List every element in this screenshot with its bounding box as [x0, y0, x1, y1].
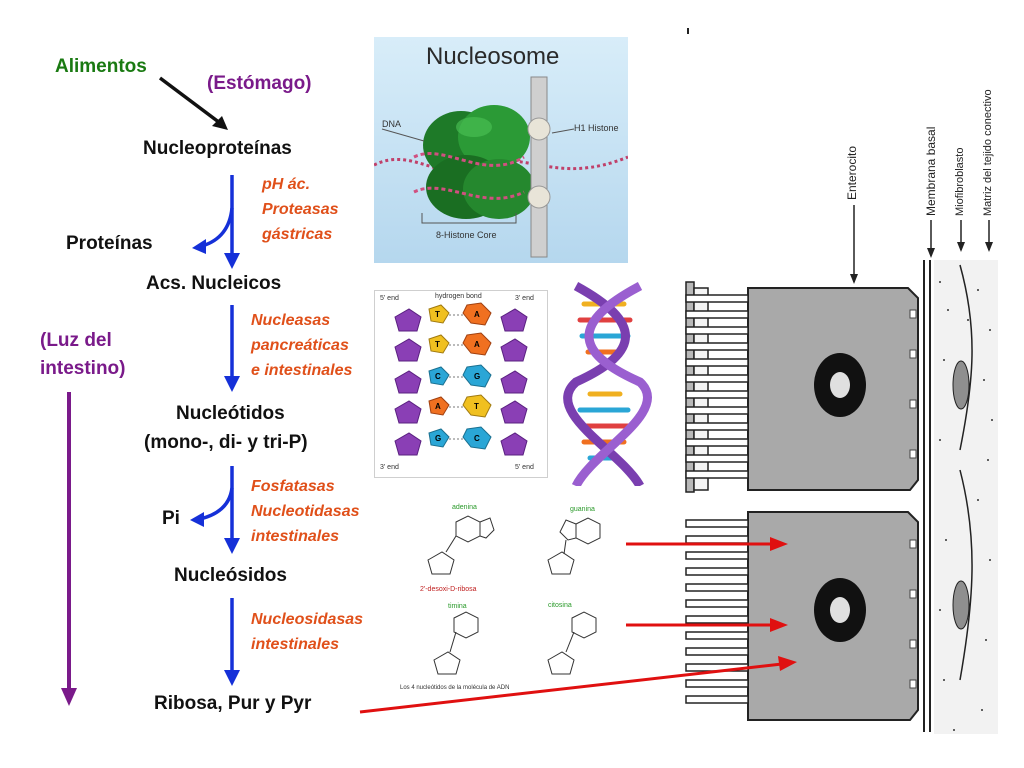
enzyme-text: Nucleosidasas — [251, 611, 364, 628]
dna-base-right: A — [474, 340, 480, 349]
nucleosome-title: Nucleosome — [426, 43, 560, 70]
enzyme-text: Nucleotidasas — [251, 503, 360, 520]
label-luz-line2: intestino) — [40, 358, 126, 379]
epithelium-image: Enterocito Membrana basal Miofibroblasto… — [678, 20, 1008, 744]
nucleotides-caption: Los 4 nucleótidos de la molécula de ADN — [400, 685, 510, 691]
label-guanina: guanina — [570, 506, 595, 513]
dna-basepair-image: 5' end hydrogen bond 3' end 3' end 5' en… — [374, 290, 548, 478]
enzymes-step4: Nucleosidasas intestinales — [251, 607, 363, 657]
enzymes-step3: Fosfatasas Nucleotidasas intestinales — [251, 474, 359, 549]
absorption-arrow-3 — [359, 656, 797, 714]
blue-arrow-step3 — [190, 466, 240, 554]
dna-base-right: A — [474, 310, 480, 319]
dna-three-end-bottom: 3' end — [380, 464, 399, 471]
label-acidos-nucleicos: Acs. Nucleicos — [146, 273, 282, 294]
enzyme-text: Proteasas — [262, 201, 339, 218]
nucleosome-image: Nucleosome DNA H1 Histone 8-Histone Core — [374, 37, 628, 263]
label-nucleoproteinas: Nucleoproteínas — [143, 138, 292, 159]
nucleosome-drawing — [374, 76, 628, 258]
label-nucleotidos: Nucleótidos — [176, 403, 285, 424]
enzyme-text: gástricas — [262, 226, 333, 243]
nucleotides-drawing — [427, 515, 601, 675]
blue-arrow-step4 — [224, 598, 240, 686]
label-proteinas: Proteínas — [66, 233, 153, 254]
nucleosome-core-label: 8-Histone Core — [436, 230, 497, 240]
lumen-arrow — [61, 392, 77, 706]
enzymes-step2: Nucleasas pancreáticas e intestinales — [251, 308, 352, 383]
label-desoxirribosa: 2'-desoxi-D-ribosa — [420, 586, 477, 593]
dna-basepair-drawing — [394, 302, 528, 456]
blue-arrow-step1 — [192, 175, 240, 269]
enzyme-text: Nucleasas — [251, 312, 331, 329]
dna-five-end-bottom: 5' end — [515, 464, 534, 471]
dna-base-left: A — [435, 402, 441, 411]
label-ribosa-pur-pyr: Ribosa, Pur y Pyr — [154, 693, 312, 714]
black-arrow — [158, 76, 226, 128]
label-alimentos: Alimentos — [55, 56, 147, 77]
nucleotides-image: adenina guanina timina citosina 2'-desox… — [398, 500, 648, 696]
label-nucleotidos-types: (mono-, di- y tri-P) — [144, 432, 308, 453]
label-pi: Pi — [162, 508, 180, 529]
epithelium-drawing — [685, 28, 998, 734]
dna-base-right: T — [474, 402, 479, 411]
dna-base-left: G — [435, 434, 442, 443]
dna-three-end-top: 3' end — [515, 295, 534, 302]
dna-five-end-top: 5' end — [380, 295, 399, 302]
absorption-arrow-1 — [626, 537, 788, 551]
enzyme-text: pH ác. — [262, 176, 311, 193]
absorption-arrow-2 — [626, 618, 788, 632]
label-citosina: citosina — [548, 602, 572, 609]
dna-base-left: C — [435, 372, 441, 381]
dna-base-left: T — [435, 340, 440, 349]
blue-arrow-step2 — [224, 305, 240, 392]
label-timina: timina — [448, 603, 467, 610]
label-luz-line1: (Luz del — [40, 330, 112, 351]
enzymes-step1: pH ác. Proteasas gástricas — [262, 172, 339, 247]
dna-base-right: G — [474, 372, 481, 381]
nucleosome-dna-label: DNA — [382, 119, 402, 129]
flow-arrows — [61, 76, 240, 706]
label-adenina: adenina — [452, 504, 477, 511]
enzyme-text: intestinales — [251, 636, 340, 653]
dna-base-right: C — [474, 434, 480, 443]
enzyme-text: Fosfatasas — [251, 478, 335, 495]
nucleosome-histone-label: H1 Histone — [574, 123, 619, 133]
dna-base-left: T — [435, 310, 440, 319]
label-estomago: (Estómago) — [207, 73, 312, 94]
enzyme-text: e intestinales — [251, 362, 353, 379]
black-arrowhead — [212, 116, 228, 130]
dna-helix-image — [563, 282, 652, 486]
enzyme-text: intestinales — [251, 528, 340, 545]
enzyme-text: pancreáticas — [251, 337, 349, 354]
dna-hydrogen-bond: hydrogen bond — [435, 293, 482, 300]
label-nucleosidos: Nucleósidos — [174, 565, 287, 586]
